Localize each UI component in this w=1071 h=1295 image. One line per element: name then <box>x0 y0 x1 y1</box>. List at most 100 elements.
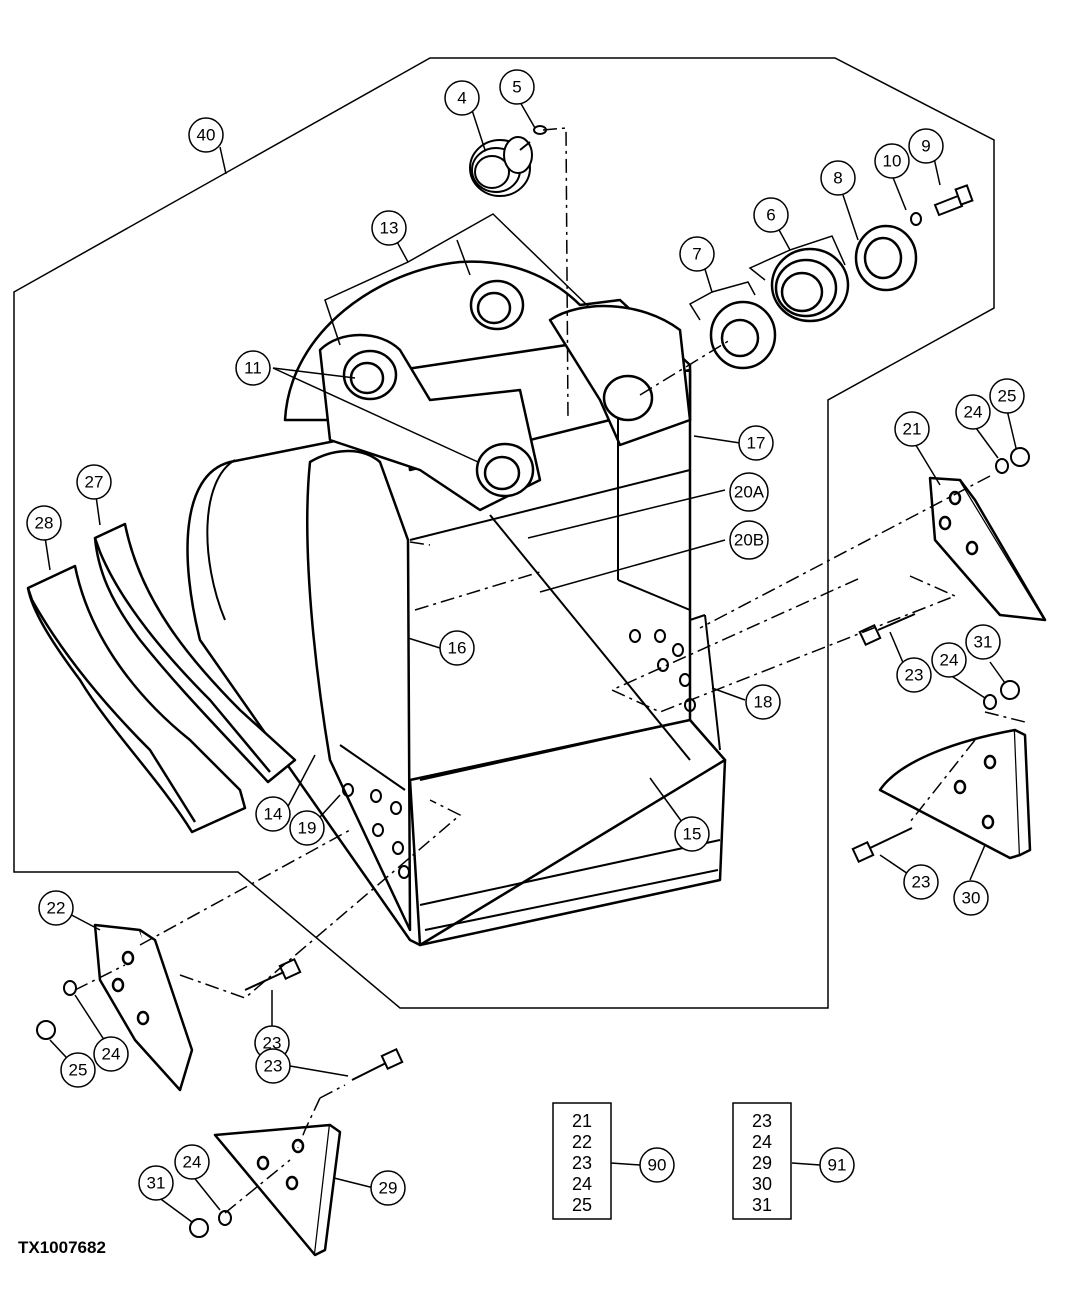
callout-17: 17 <box>738 425 774 461</box>
callout-label: 10 <box>883 152 902 171</box>
callout-label: 24 <box>102 1045 121 1064</box>
callout-circle <box>903 864 939 900</box>
side-cutter-21 <box>928 476 1047 622</box>
wear-strip-28 <box>26 564 247 834</box>
callout-circle <box>908 128 944 164</box>
assembly-centerlines <box>74 127 1026 1214</box>
callout-circle <box>138 1165 174 1201</box>
callout-40: 40 <box>188 117 224 153</box>
kit-90-item: 25 <box>572 1195 592 1215</box>
callout-10: 10 <box>874 143 910 179</box>
callout-circle <box>674 816 710 852</box>
callout-circle <box>965 624 1001 660</box>
callout-circle <box>255 796 291 832</box>
bolt-23-left-lower <box>351 1047 404 1081</box>
callout-label: 8 <box>833 169 842 188</box>
callout-label: 24 <box>964 403 983 422</box>
callout-circle <box>896 657 932 693</box>
callout-label: 24 <box>940 651 959 670</box>
callout-circle <box>679 236 715 272</box>
kit-91-table: 23 24 29 30 31 <box>732 1102 792 1220</box>
callout-7: 7 <box>679 236 715 272</box>
callout-circle <box>188 117 224 153</box>
callout-25: 25 <box>989 378 1025 414</box>
callout-circle <box>931 642 967 678</box>
callout-circle <box>738 425 774 461</box>
side-cutter-22 <box>93 923 194 1092</box>
callout-label: 29 <box>379 1179 398 1198</box>
nut-31-left <box>189 1218 209 1238</box>
callout-13: 13 <box>371 210 407 246</box>
callout-5: 5 <box>499 69 535 105</box>
callout-label: 19 <box>298 819 317 838</box>
kit-91-item: 31 <box>752 1195 772 1215</box>
callout-circle <box>255 1048 291 1084</box>
callout-6: 6 <box>753 197 789 233</box>
callout-label: 28 <box>35 514 54 533</box>
washer-24-right-top <box>995 458 1009 474</box>
callout-16: 16 <box>439 630 475 666</box>
plate-30 <box>878 728 1032 860</box>
callout-circle <box>753 197 789 233</box>
callout-circle <box>289 810 325 846</box>
callout-31: 31 <box>965 624 1001 660</box>
callout-11: 11 <box>235 350 271 386</box>
callout-label: 20A <box>734 483 765 502</box>
callout-22: 22 <box>38 890 74 926</box>
kit-90-item: 23 <box>572 1153 592 1173</box>
callout-label: 23 <box>263 1034 282 1053</box>
callout-label: 31 <box>147 1174 166 1193</box>
part-4-cap <box>469 136 533 197</box>
callout-20A: 20A <box>729 472 769 512</box>
callout-circle <box>174 1144 210 1180</box>
nut-25-right <box>1010 447 1030 467</box>
callout-label: 24 <box>183 1153 202 1172</box>
side-plate-holes <box>342 629 696 879</box>
callout-label: 14 <box>264 805 283 824</box>
callout-24: 24 <box>931 642 967 678</box>
callout-label: 21 <box>903 420 922 439</box>
wear-strip-27 <box>93 522 297 784</box>
callout-circle <box>499 69 535 105</box>
callout-21: 21 <box>894 411 930 447</box>
nut-25-left <box>36 1020 56 1040</box>
callout-circle <box>820 160 856 196</box>
callout-circle <box>76 464 112 500</box>
callout-24: 24 <box>955 394 991 430</box>
figure-id: TX1007682 <box>18 1238 106 1257</box>
kit-91-label: 91 <box>828 1156 847 1175</box>
kit-90-callout: 90 <box>639 1147 675 1183</box>
callout-circle <box>874 143 910 179</box>
callout-29: 29 <box>370 1170 406 1206</box>
callout-label: 25 <box>69 1061 88 1080</box>
callout-label: 16 <box>448 639 467 658</box>
callout-23: 23 <box>255 1048 291 1084</box>
callout-circle <box>439 630 475 666</box>
part-10-lockwasher <box>910 212 922 226</box>
kit-91-item: 23 <box>752 1111 772 1131</box>
kit-91-item: 24 <box>752 1132 772 1152</box>
callout-9: 9 <box>908 128 944 164</box>
callout-circle <box>60 1052 96 1088</box>
callout-label: 9 <box>921 137 930 156</box>
callout-circle <box>371 210 407 246</box>
callout-24: 24 <box>93 1036 129 1072</box>
callout-label: 13 <box>380 219 399 238</box>
kit-91-item: 29 <box>752 1153 772 1173</box>
bolt-23-right-lower <box>851 827 913 864</box>
callout-circle <box>745 684 781 720</box>
callout-25: 25 <box>60 1052 96 1088</box>
callout-label: 11 <box>244 359 262 378</box>
callout-circle <box>894 411 930 447</box>
callout-19: 19 <box>289 810 325 846</box>
bucket-detail-lines <box>206 400 721 931</box>
callout-circle <box>444 80 480 116</box>
kit-90-item: 22 <box>572 1132 592 1152</box>
callout-circle <box>989 378 1025 414</box>
callout-label: 4 <box>457 89 466 108</box>
group-40-boundary <box>13 57 995 1009</box>
callout-label: 27 <box>85 473 104 492</box>
part-9-bolt <box>933 184 974 217</box>
kit-90-item: 24 <box>572 1174 592 1194</box>
